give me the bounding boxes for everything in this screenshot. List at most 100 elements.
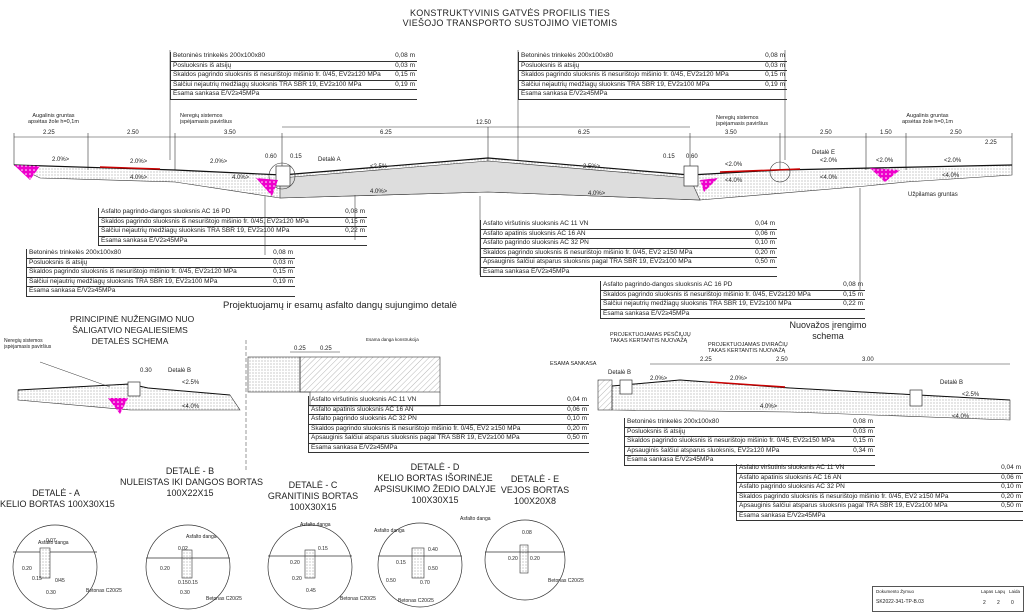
slope: 2.5%> <box>583 164 601 170</box>
slope: 2.0%> <box>130 159 148 165</box>
title-line-1: KONSTRUKTYVINIS GATVĖS PROFILIS TIES <box>409 8 610 18</box>
layer-row: Apsauginis šalčiui atsparus sluoksnis pa… <box>737 502 1023 512</box>
detail-d-conc: Betonas C20/25 <box>398 598 434 604</box>
left-detail-det: Detalė B <box>168 368 192 374</box>
dim-label: 2.25 <box>985 140 997 146</box>
joint-note: Esama danga konstrukcija <box>366 337 419 342</box>
slope: 2.0%> <box>210 159 228 165</box>
stack-mid-right: Asfalto pagrindo-dangos sluoksnis AC 16 … <box>600 281 865 319</box>
detail-c-d2: 0.20 <box>292 576 302 582</box>
dim-label: 6.25 <box>380 130 392 136</box>
stack-mid-left: Asfalto pagrindo-dangos sluoksnis AC 16 … <box>98 208 367 246</box>
slope: <4.0% <box>725 178 743 184</box>
layer-row: Esama sankasa E/V2≥45MPa <box>99 237 367 246</box>
tb-v1: 2 <box>983 600 986 606</box>
detail-c-d0: 0.20 <box>290 560 300 566</box>
dim-label: 2.50 <box>127 130 139 136</box>
detail-b-conc: Betonas C20/25 <box>206 596 242 602</box>
dim-label: 2.50 <box>950 130 962 136</box>
detail-a-d3: 0/45 <box>55 578 65 584</box>
dim-small: 0.15 <box>663 154 675 160</box>
layer-row: Skaldos pagrindo sluoksnis iš nesurištoj… <box>171 71 417 81</box>
label-detail-a: Detalė A <box>318 157 341 163</box>
layer-row: Skaldos pagrindo sluoksnis iš nesurištoj… <box>27 268 295 278</box>
detail-e-conc: Betonas C20/25 <box>548 578 584 584</box>
dim-small: 0.60 <box>686 154 698 160</box>
detail-a-d2: 0.15 <box>32 576 42 582</box>
layer-row: Skaldos pagrindo sluoksnis iš nesurištoj… <box>481 249 777 258</box>
detail-d-d4: 0.50 <box>386 578 396 584</box>
layer-row: Esama sankasa E/V2≥45MPa <box>171 90 417 100</box>
tb-v2: 2 <box>997 600 1000 606</box>
detail-b-d0: 0.20 <box>160 566 170 572</box>
right-s2: 2.0%> <box>730 376 748 382</box>
detail-b-d2: 0.15 <box>178 580 188 586</box>
right-det1: Detalė B <box>608 370 632 376</box>
layer-row: Esama sankasa E/V2≥45MPa <box>481 268 777 277</box>
layer-row: Skaldos pagrindo sluoksnis iš nesurištoj… <box>601 291 865 300</box>
detail-b-d4: 0.30 <box>180 590 190 596</box>
layer-row: Šalčiui nejautrių medžiagų sluoksnis TRA… <box>519 81 787 90</box>
slope: 4.0%> <box>232 175 250 181</box>
dim-label: 3.50 <box>725 130 737 136</box>
right-s5: <4.0% <box>952 414 970 420</box>
joint-d2: 0.25 <box>320 346 332 352</box>
detail-b-layer: Asfalto danga <box>186 534 217 540</box>
label-fill: Užpilamas gruntas <box>908 192 958 198</box>
detail-c-d1: 0.15 <box>318 546 328 552</box>
slope: 4.0%> <box>370 189 388 195</box>
tb-v3: 0 <box>1011 600 1014 606</box>
dim-small: 0.60 <box>265 154 277 160</box>
slope: 2.0%> <box>52 157 70 163</box>
left-detail-s2: <4.0% <box>182 404 200 410</box>
drawing-title: KONSTRUKTYVINIS GATVĖS PROFILIS TIES VIE… <box>330 8 690 28</box>
layer-row: Šalčiui nejautrių medžiagų sluoksnis TRA… <box>27 278 295 287</box>
detail-d-d0: 0.15 <box>396 560 406 566</box>
tb-doc: SK2022-341-TP-B.03 <box>876 599 924 605</box>
detail-d-d3: 0.70 <box>420 580 430 586</box>
dim-label: 6.25 <box>578 130 590 136</box>
right-d3: 3.00 <box>862 357 874 363</box>
detail-d-layer: Asfalto danga <box>374 528 405 534</box>
layer-row: Esama sankasa E/V2≥45MPa <box>27 287 295 297</box>
layer-row: Asfalto pagrindo-dangos sluoksnis AC 16 … <box>601 281 865 291</box>
detail-d-d1: 0.40 <box>428 547 438 553</box>
dim-label: 2.50 <box>820 130 832 136</box>
slope: <4.0% <box>942 173 960 179</box>
layer-row: Šalčiui nejautrių medžiagų sluoksnis TRA… <box>601 300 865 310</box>
title-line-2: VIEŠOJO TRANSPORTO SUSTOJIMO VIETOMIS <box>402 18 618 28</box>
detail-a-conc: Betonas C20/25 <box>86 588 122 594</box>
layer-row: Asfalto pagrindo-dangos sluoksnis AC 16 … <box>99 208 367 218</box>
layer-row: Apsauginis šalčiui atsparus sluoksnis pa… <box>481 258 777 268</box>
left-detail-s1: <2.5% <box>182 380 200 386</box>
dim-label: 12.50 <box>476 120 492 126</box>
slope: <2.5% <box>370 164 388 170</box>
layer-row: Esama sankasa E/V2≥45MPa <box>309 444 589 453</box>
dim-label: 3.50 <box>224 130 236 136</box>
dim-label: 2.25 <box>43 130 55 136</box>
layer-row: Skaldos pagrindo sluoksnis iš nesurištoj… <box>737 493 1023 502</box>
detail-d-d2: 0.50 <box>428 566 438 572</box>
layer-row: Apsauginis šalčiui atsparus sluoksnis, E… <box>625 447 875 456</box>
tb-c2: Lapų <box>995 589 1006 594</box>
